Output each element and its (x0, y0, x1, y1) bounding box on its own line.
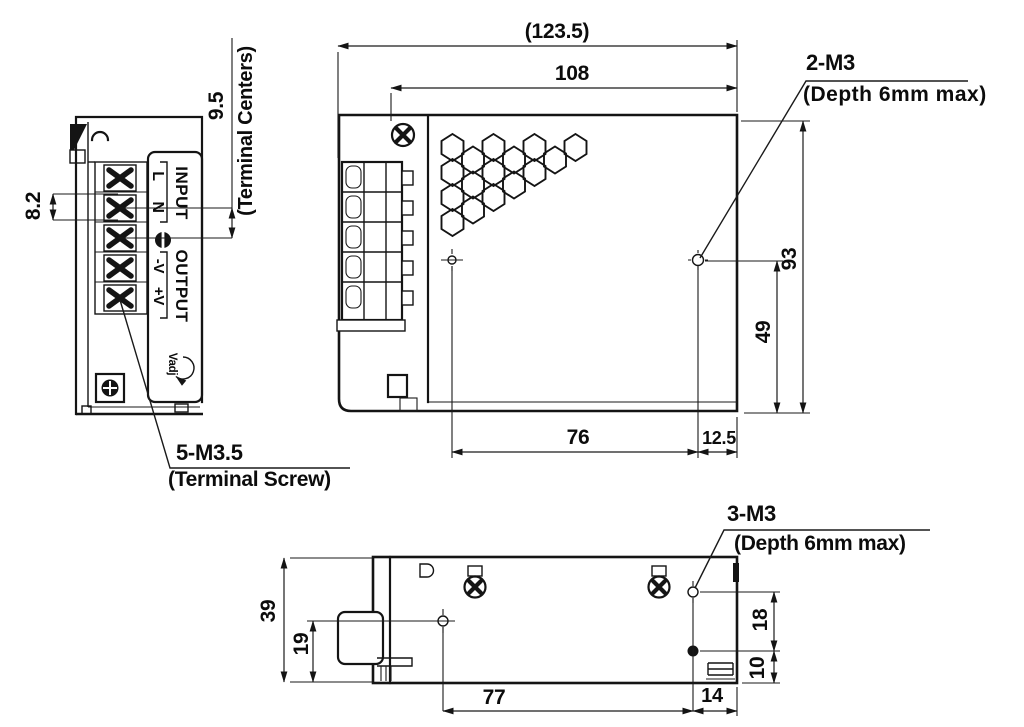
bottom-case-outline (371, 555, 739, 685)
ext-lines-9-5 (118, 207, 232, 239)
terminal-screw-note: (Terminal Screw) (168, 468, 331, 491)
v-minus-label: -V (150, 258, 168, 274)
vadj-label: Vadj (165, 352, 178, 376)
chassis-screw (94, 372, 126, 404)
side-view (336, 40, 968, 458)
dim-hole-to-edge-x: 14 (701, 685, 723, 707)
dim-hole-spacing-bottom: 77 (482, 685, 506, 709)
dim-hole-to-edge-y: 19 (289, 632, 313, 656)
v-plus-label: +V (150, 286, 168, 306)
terminal-block-bottom (336, 610, 385, 666)
front-label-panel (146, 150, 204, 404)
hole-depth-note-side: (Depth 6mm max) (803, 83, 987, 106)
dim-height: 93 (777, 247, 801, 271)
foot-right (174, 403, 189, 413)
line-terminal-label: L (149, 171, 166, 181)
dim-overall-length: (123.5) (524, 19, 590, 43)
ext-lines-8-2 (53, 193, 118, 221)
dim-8-2: 8.2 (21, 191, 45, 221)
bottom-step (399, 397, 418, 412)
dim-right-hole-to-bottom: 10 (745, 656, 769, 680)
hole-depth-note-bottom: (Depth 6mm max) (734, 532, 906, 555)
dim-terminal-pitch: 9.5 (204, 91, 228, 121)
terminal-screw-label: 5-M3.5 (176, 440, 243, 465)
d-shaped-hole (419, 563, 435, 578)
bottom-screw-right (647, 565, 671, 599)
case-bump (90, 130, 110, 142)
dim-hole-to-bottom: 49 (751, 320, 775, 344)
terminal-block-side (336, 160, 414, 332)
ext-lines-123-5 (337, 40, 738, 158)
terminal-screw-leader (119, 299, 350, 469)
ground-symbol (155, 231, 171, 249)
corner-clip (706, 662, 735, 680)
neutral-terminal-label: N (149, 201, 166, 213)
hole-callout-bottom: 3-M3 (727, 501, 776, 526)
output-bracket (160, 251, 168, 319)
mounting-foot (377, 657, 413, 667)
dim-width: 39 (256, 599, 280, 623)
dim-hole-spacing-side: 76 (566, 425, 590, 449)
hole-callout-leader-side (699, 80, 968, 259)
side-mounting-hole-left (441, 249, 463, 271)
bottom-screw-left (463, 565, 487, 599)
din-clip-wedge (70, 124, 87, 150)
bottom-view (280, 529, 930, 716)
input-label: INPUT (172, 166, 192, 220)
dim-right-holes-spacing: 18 (748, 608, 772, 632)
hole-callout-leader-bottom (694, 529, 930, 589)
side-case-outline (337, 113, 739, 413)
dim-mounting-length: 108 (554, 61, 590, 85)
input-bracket (160, 161, 168, 223)
output-label: OUTPUT (172, 249, 192, 323)
foot-left (81, 405, 92, 415)
case-screw-head (390, 122, 416, 148)
hole-callout-side: 2-M3 (806, 50, 855, 75)
front-view (49, 38, 350, 469)
side-clip-tab (733, 563, 739, 582)
terminal-centers-note: (Terminal Centers) (235, 46, 257, 216)
bottom-connector (386, 373, 409, 399)
vent-pattern (440, 132, 588, 238)
dim-hole-to-edge-side: 12.5 (702, 428, 736, 448)
vadj-rotate-arrow (175, 356, 195, 386)
